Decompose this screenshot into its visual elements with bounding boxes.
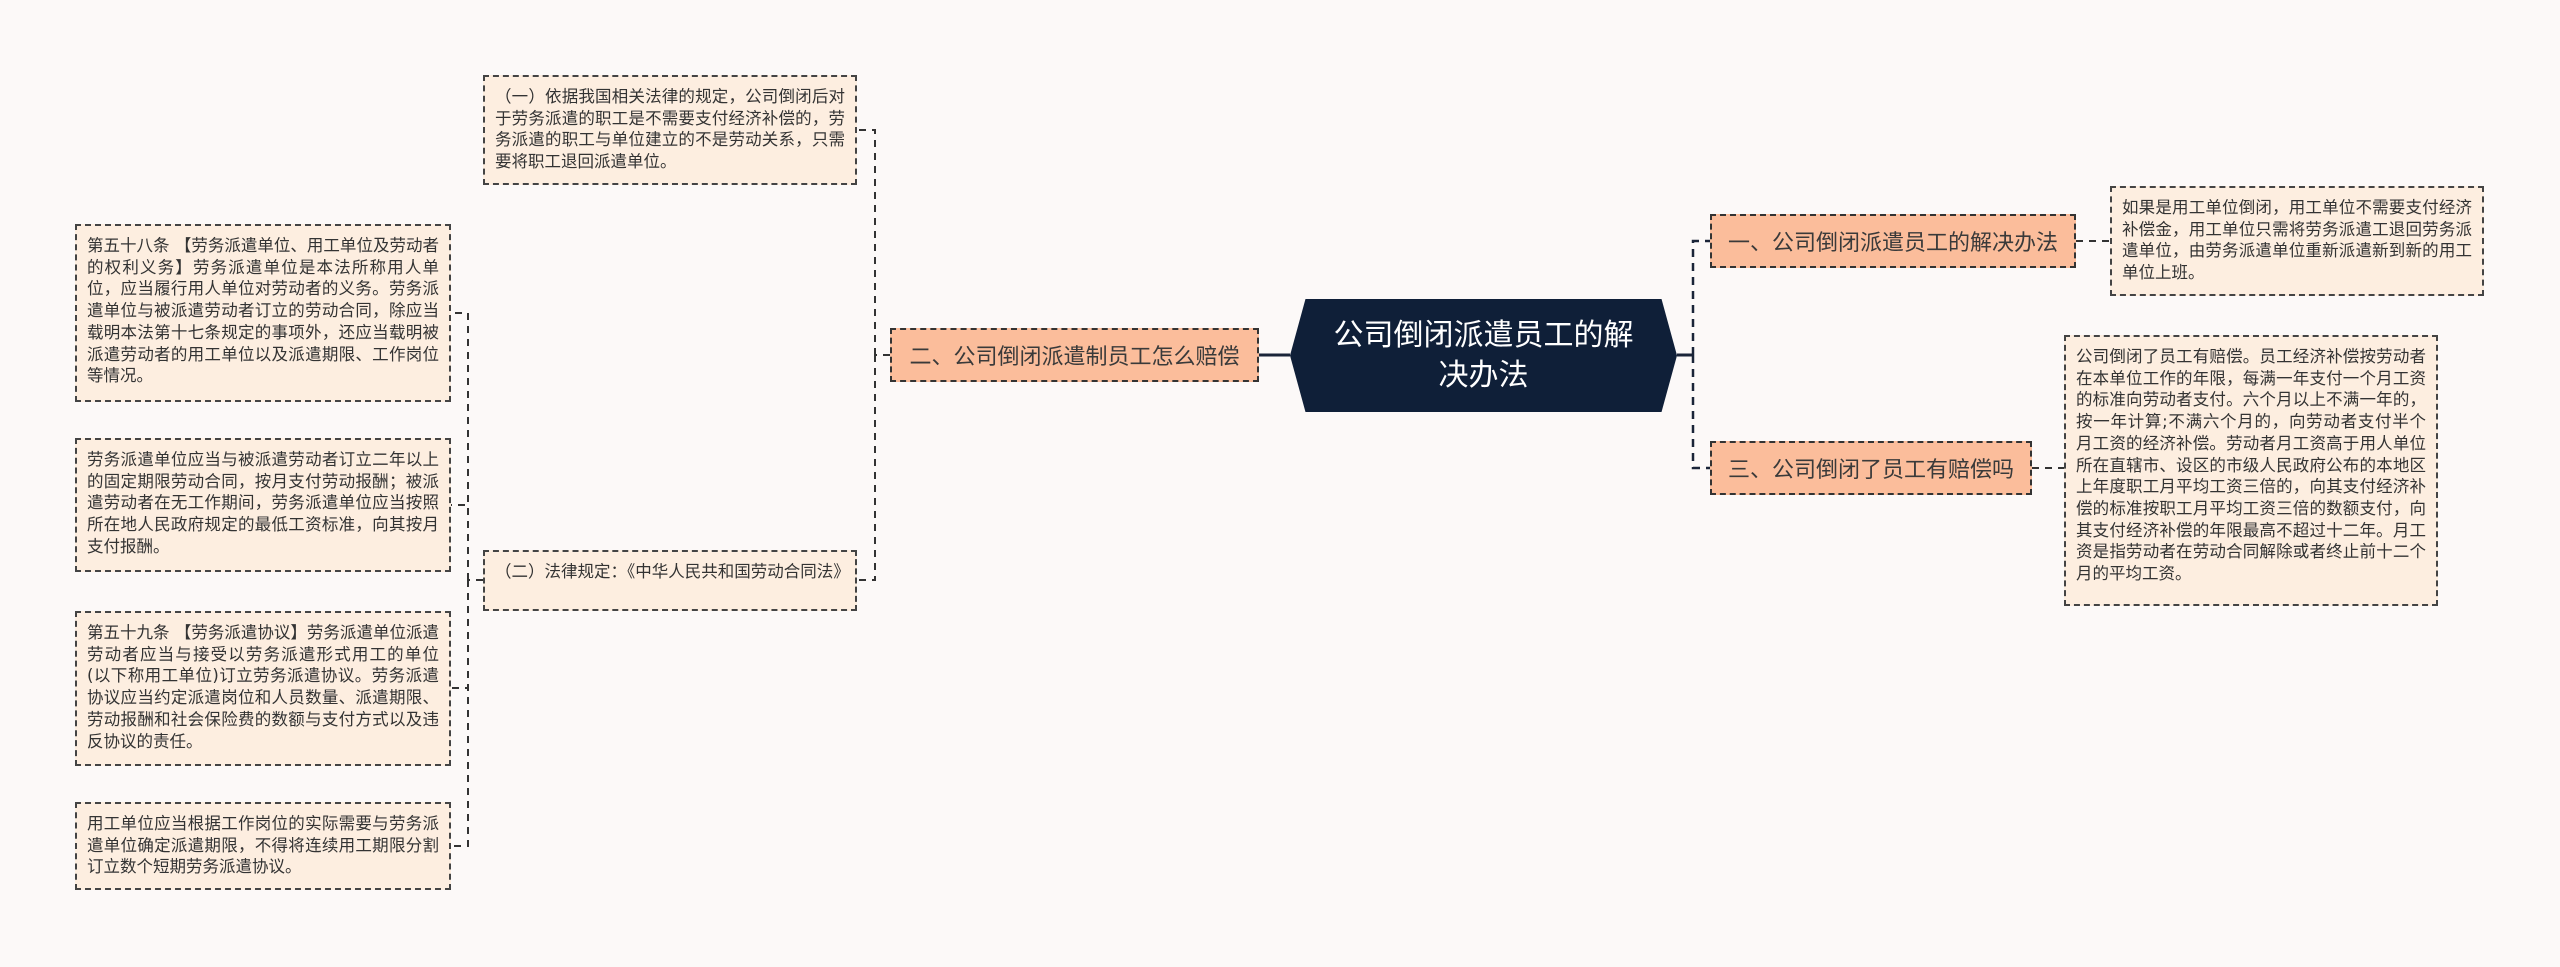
root-topic[interactable]: 公司倒闭派遣员工的解决办法	[1290, 299, 1677, 412]
sub-law-provision[interactable]: （二）法律规定：《中华人民共和国劳动合同法》	[483, 550, 857, 611]
leaf-dispatch-period[interactable]: 用工单位应当根据工作岗位的实际需要与劳务派遣单位确定派遣期限，不得将连续用工期限…	[75, 802, 451, 890]
link-sub2-leaves	[451, 312, 483, 847]
link-b2-subs	[857, 129, 890, 581]
leaf-fixed-term-contract[interactable]: 劳务派遣单位应当与被派遣劳动者订立二年以上的固定期限劳动合同，按月支付劳动报酬；…	[75, 438, 451, 572]
branch-is-compensated[interactable]: 三、公司倒闭了员工有赔偿吗	[1710, 441, 2032, 495]
leaf-article-58[interactable]: 第五十八条 【劳务派遣单位、用工单位及劳动者的权利义务】劳务派遣单位是本法所称用…	[75, 224, 451, 402]
link-root-b1-b3	[1691, 239, 1710, 470]
branch-solution-label: 一、公司倒闭派遣员工的解决办法	[1727, 231, 2058, 256]
leaf-compensation-detail[interactable]: 公司倒闭了员工有赔偿。员工经济补偿按劳动者在本单位工作的年限，每满一年支付一个月…	[2064, 335, 2438, 606]
sub-legal-basis[interactable]: （一）依据我国相关法律的规定，公司倒闭后对于劳务派遣的职工是不需要支付经济补偿的…	[483, 75, 857, 185]
branch-is-compensated-label: 三、公司倒闭了员工有赔偿吗	[1727, 458, 2014, 483]
root-topic-label: 公司倒闭派遣员工的解决办法	[1333, 317, 1634, 393]
leaf-solution-detail[interactable]: 如果是用工单位倒闭，用工单位不需要支付经济补偿金，用工单位只需将劳务派遣工退回劳…	[2110, 186, 2484, 296]
branch-solution[interactable]: 一、公司倒闭派遣员工的解决办法	[1710, 214, 2076, 268]
branch-compensation-method-label: 二、公司倒闭派遣制员工怎么赔偿	[909, 345, 1240, 370]
branch-compensation-method[interactable]: 二、公司倒闭派遣制员工怎么赔偿	[890, 328, 1259, 382]
leaf-article-59[interactable]: 第五十九条 【劳务派遣协议】劳务派遣单位派遣劳动者应当与接受以劳务派遣形式用工的…	[75, 611, 451, 766]
